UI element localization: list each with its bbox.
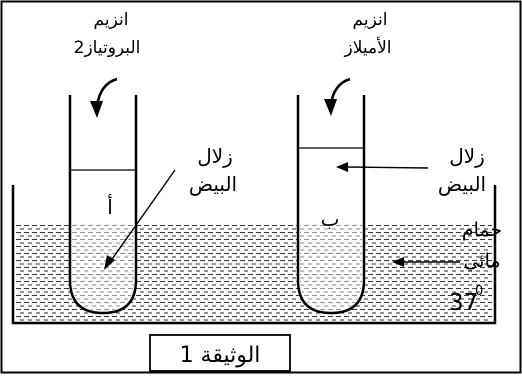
left-substrate-arrow [109, 169, 176, 263]
left-substrate-line1: زلال [197, 144, 233, 168]
temperature-value: 37 [449, 290, 478, 316]
water-bath [11, 185, 497, 325]
caption-box [149, 334, 291, 372]
left-substrate-line2: البيض [189, 172, 237, 196]
tube-b-label: ب [321, 207, 340, 231]
bath-label-line2: مائي [463, 250, 500, 272]
document-caption: الوثيقة 1 [180, 343, 261, 368]
left-enzyme-line1: انزيم [94, 10, 129, 30]
right-substrate-line2: البيض [438, 172, 486, 196]
bath-label-line1: حمام [462, 219, 502, 241]
right-enzyme-line2: الأميلاز [343, 37, 391, 58]
right-enzyme-line1: انزيم [353, 10, 388, 30]
right-substrate-line1: زلال [449, 144, 485, 168]
right-substrate-arrow [345, 166, 429, 169]
temperature-unit: 0 [475, 284, 483, 299]
left-enzyme-line2: البروتياز2 [74, 38, 141, 58]
tube-a-label: أ [107, 194, 113, 219]
